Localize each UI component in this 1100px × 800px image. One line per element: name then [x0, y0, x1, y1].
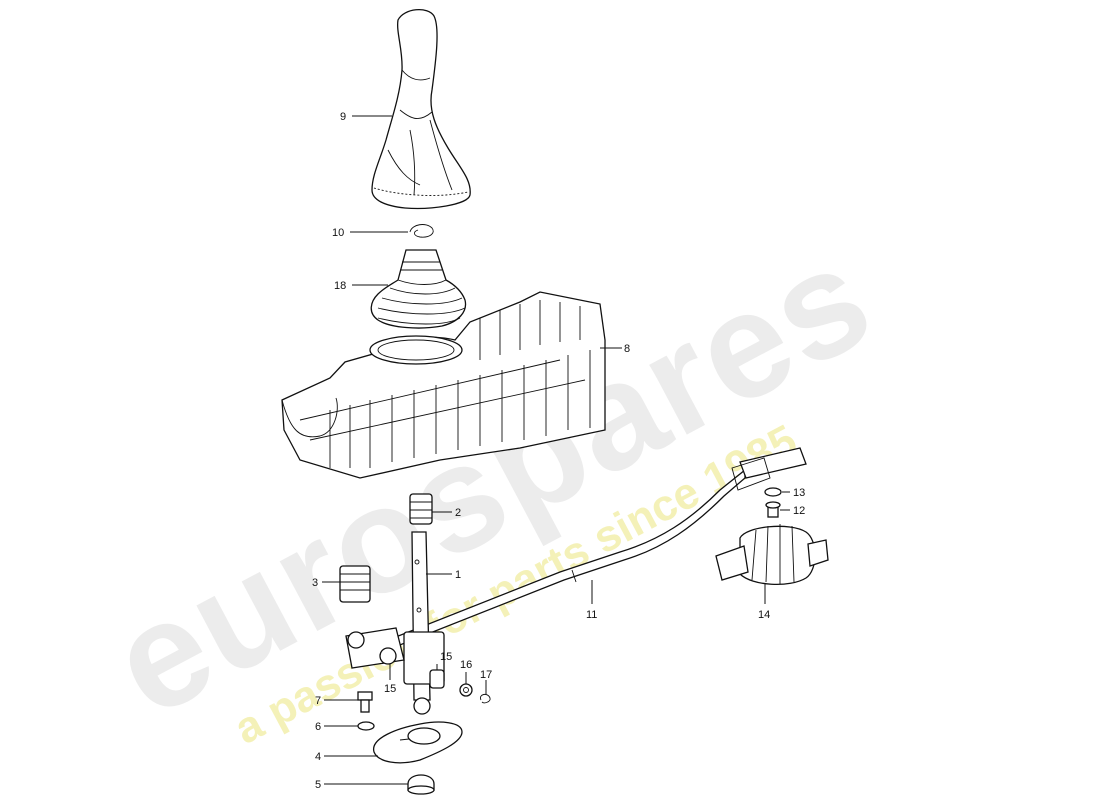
callout-1: 1 [455, 569, 461, 581]
callout-10: 10 [332, 227, 344, 239]
callout-8: 8 [624, 343, 630, 355]
part-6-washer [357, 721, 375, 731]
part-18-rubber-boot [370, 249, 467, 329]
pivot-bracket [345, 627, 405, 669]
callout-18: 18 [334, 280, 346, 292]
callout-13: 13 [793, 487, 805, 499]
part-8-console-housing [281, 291, 606, 479]
watermark-brand: eurospares [86, 211, 897, 748]
callout-12: 12 [793, 505, 805, 517]
callout-7: 7 [315, 695, 321, 707]
part-7-bolt [357, 691, 373, 713]
callout-16: 16 [460, 659, 472, 671]
callout-11: 11 [586, 609, 597, 621]
part-9-shift-boot [371, 9, 471, 210]
part-2-rubber-insert [409, 493, 433, 525]
part-4-base-plate [373, 721, 463, 764]
callout-6: 6 [315, 721, 321, 733]
callout-17: 17 [480, 669, 492, 681]
callout-4: 4 [315, 751, 321, 763]
callout-5: 5 [315, 779, 321, 791]
part-17-clip [480, 693, 491, 704]
part-12-bolt [765, 501, 781, 518]
callout-14: 14 [758, 609, 770, 621]
part-5-cup [407, 774, 435, 795]
callout-15-left: 15 [384, 683, 396, 695]
part-15-bushing-right [429, 669, 445, 689]
part-13-washer [764, 487, 782, 497]
callout-9: 9 [340, 111, 346, 123]
callout-labels: 9 10 18 8 2 1 3 11 13 12 14 15 15 16 17 … [312, 111, 805, 791]
part-16-nut [459, 683, 473, 697]
callout-15-right: 15 [440, 651, 452, 663]
callout-2: 2 [455, 507, 461, 519]
part-10-retaining-wire [409, 224, 434, 238]
callout-3: 3 [312, 577, 318, 589]
leader-lines [322, 115, 790, 785]
part-14-coupling-boot [715, 524, 829, 586]
part-3-rubber-block [339, 565, 371, 603]
